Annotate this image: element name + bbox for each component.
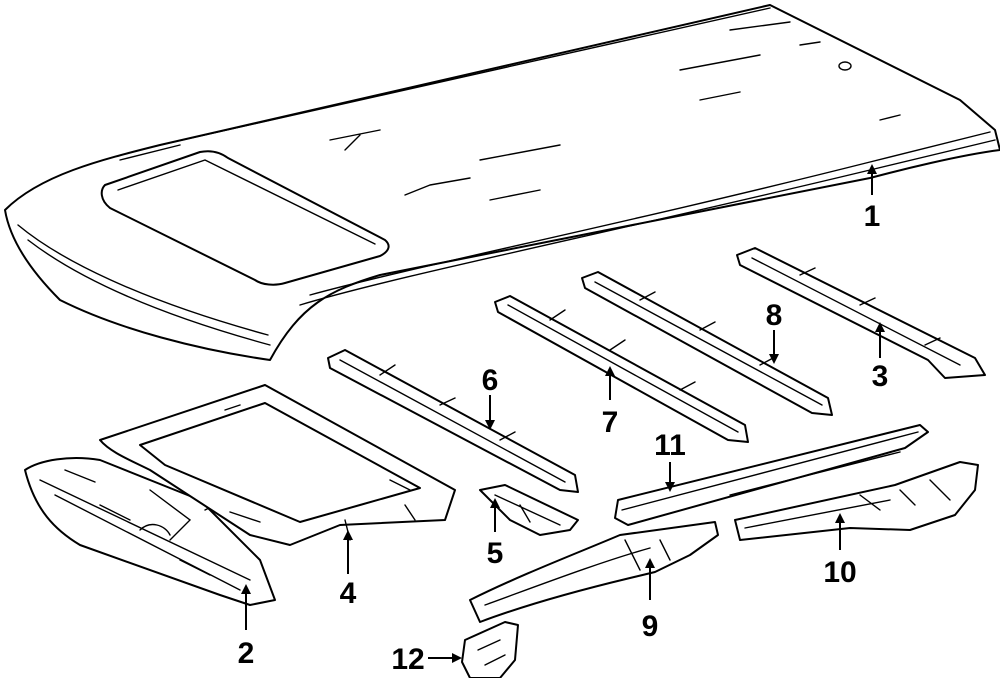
callout-10: 10 (823, 556, 856, 589)
side-rail-11-part (614, 424, 929, 526)
gusset-12-part (461, 621, 519, 678)
callout-11: 11 (654, 429, 686, 462)
callout-6: 6 (482, 364, 499, 397)
roof-panel-part (4, 4, 1000, 361)
callout-8: 8 (766, 299, 783, 332)
sunroof-frame-part (99, 384, 456, 546)
callout-9: 9 (642, 610, 659, 643)
roof-bow-8-part (581, 271, 833, 416)
callout-leaders (241, 164, 885, 663)
callout-4: 4 (340, 577, 357, 610)
callout-5: 5 (487, 537, 504, 570)
callout-labels: 1 2 3 4 5 6 7 8 9 10 11 12 (238, 200, 889, 676)
front-pillar-9-part (469, 521, 719, 623)
callout-3: 3 (872, 360, 889, 393)
rear-roof-bow-3-part (736, 247, 986, 379)
callout-12: 12 (391, 643, 424, 676)
callout-1: 1 (864, 200, 881, 233)
side-rail-10-part (734, 461, 979, 541)
roof-bow-7-part (494, 295, 749, 443)
callout-7: 7 (602, 406, 619, 439)
sunroof-opening (100, 150, 390, 286)
roof-bow-6-part (327, 349, 579, 493)
callout-2: 2 (238, 637, 255, 670)
bracket-5-part (479, 484, 579, 536)
